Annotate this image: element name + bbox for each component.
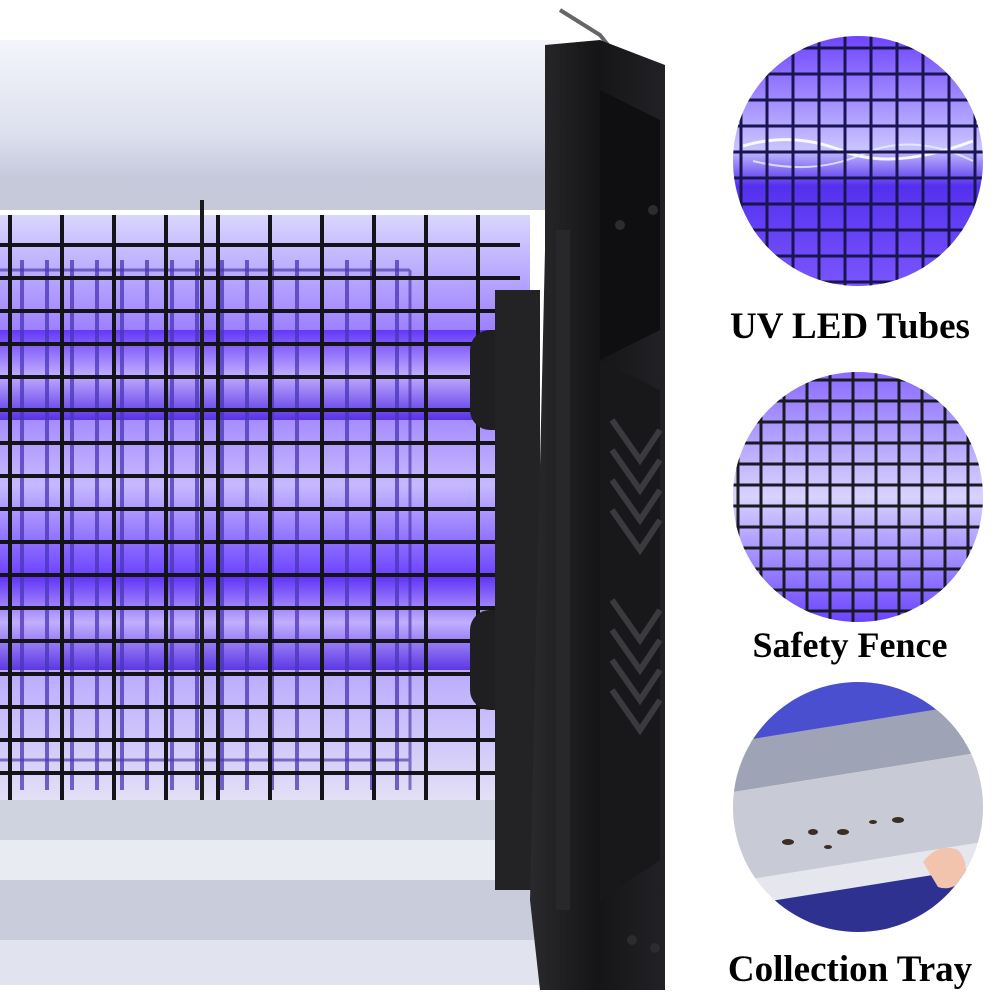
safety-fence-grid-icon — [733, 372, 983, 622]
collection-tray-icon — [733, 682, 983, 932]
uv-tube-grid-icon — [733, 36, 983, 286]
bug-zapper-image — [0, 8, 665, 990]
feature-label-collection-tray: Collection Tray — [727, 949, 973, 990]
safety-fence-detail — [733, 372, 983, 622]
feature-label-uv-led-tubes: UV LED Tubes — [730, 306, 970, 347]
uv-led-tubes-detail — [733, 36, 983, 286]
collection-tray-detail — [733, 682, 983, 932]
feature-label-safety-fence: Safety Fence — [752, 625, 948, 665]
